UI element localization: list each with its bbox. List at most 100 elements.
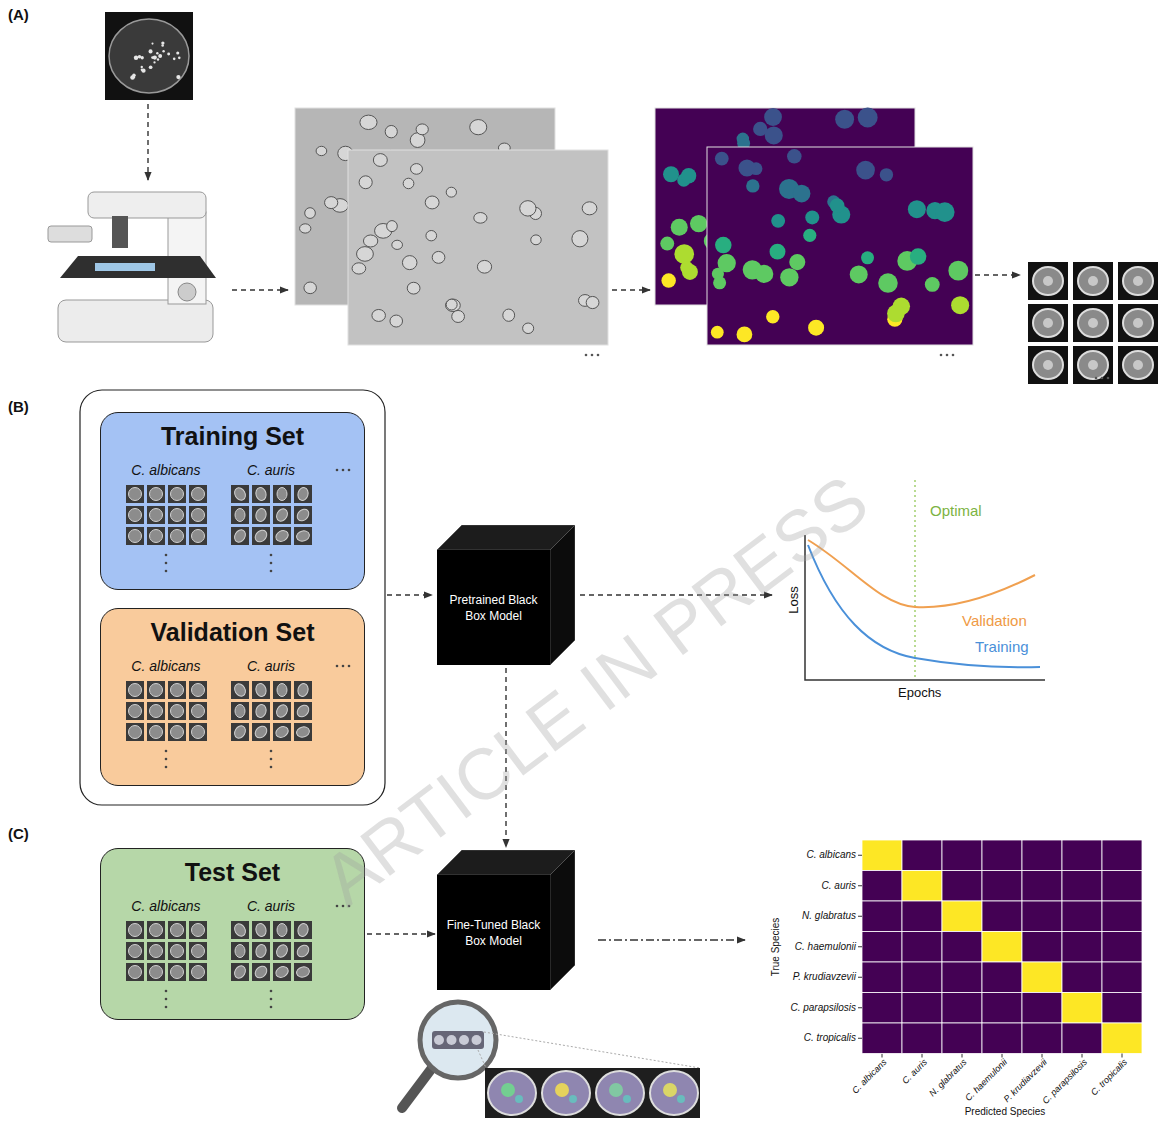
ellipsis-dot bbox=[165, 570, 168, 573]
yeast-cell bbox=[385, 125, 397, 137]
cell-thumbnail bbox=[277, 684, 287, 697]
cube-side bbox=[550, 850, 575, 990]
cell-mask bbox=[661, 273, 675, 287]
thumbnail bbox=[126, 702, 144, 720]
cell-mask bbox=[780, 268, 798, 286]
cell-thumbnail bbox=[254, 507, 267, 522]
cell-mask bbox=[713, 276, 726, 289]
cell-mask bbox=[671, 219, 688, 236]
matrix-cell bbox=[1022, 932, 1062, 963]
cell-thumbnail bbox=[277, 488, 287, 501]
matrix-cell bbox=[982, 962, 1022, 993]
matrix-cell bbox=[1062, 932, 1102, 963]
cell-thumbnail bbox=[129, 530, 142, 543]
thumbnail bbox=[168, 921, 186, 939]
thumbnail bbox=[147, 942, 165, 960]
species-label: C. albicans bbox=[116, 461, 216, 479]
cell-thumbnail bbox=[171, 945, 184, 958]
thumbnail bbox=[126, 485, 144, 503]
cell-thumbnail bbox=[150, 924, 163, 937]
yeast-cell bbox=[416, 124, 428, 135]
tick bbox=[1082, 1054, 1083, 1058]
ellipsis-dot bbox=[270, 998, 273, 1001]
cell-mask bbox=[681, 168, 696, 183]
ellipsis-dot bbox=[952, 354, 955, 357]
cell-thumbnail bbox=[192, 684, 205, 697]
dashed-arrow bbox=[232, 289, 288, 290]
ellipsis-dot bbox=[342, 469, 345, 472]
cell-crop bbox=[1028, 262, 1068, 300]
dashed-arrow bbox=[612, 289, 650, 290]
thumbnail bbox=[168, 963, 186, 981]
ellipsis-dot bbox=[270, 554, 273, 557]
yeast-cell bbox=[363, 235, 377, 247]
cell-thumbnail bbox=[274, 528, 290, 543]
cell-mask bbox=[951, 296, 969, 314]
matrix-cell bbox=[1102, 871, 1142, 902]
yeast-cell bbox=[470, 120, 487, 135]
thumbnail bbox=[231, 506, 249, 524]
chart-annotation: Optimal bbox=[930, 502, 982, 519]
matrix-cell bbox=[942, 901, 982, 932]
matrix-cell bbox=[982, 840, 1022, 871]
cell bbox=[1078, 267, 1108, 295]
tick bbox=[858, 855, 862, 856]
ellipsis-dot bbox=[1107, 377, 1110, 380]
thumbnail bbox=[252, 723, 270, 741]
tick-label: C. albicans bbox=[851, 1057, 890, 1096]
thumbnail bbox=[147, 921, 165, 939]
yeast-cell bbox=[402, 256, 417, 270]
tick-label: C. albicans bbox=[807, 848, 856, 862]
cell-mask bbox=[738, 159, 755, 176]
petri-dish bbox=[109, 19, 189, 93]
yeast-cell bbox=[452, 310, 465, 322]
species-label: C. albicans bbox=[116, 657, 216, 675]
cell-mask bbox=[880, 168, 893, 181]
tick bbox=[858, 885, 862, 886]
thumbnail bbox=[147, 963, 165, 981]
ellipsis-dot bbox=[165, 758, 168, 761]
cell bbox=[1123, 351, 1153, 379]
ellipsis-dot bbox=[165, 990, 168, 993]
cell-thumbnail bbox=[150, 726, 163, 739]
thumbnail bbox=[189, 702, 207, 720]
matrix-cell bbox=[1102, 1023, 1142, 1054]
cell-thumbnail bbox=[295, 529, 310, 542]
vacuole bbox=[1043, 318, 1053, 328]
series-label: Training bbox=[975, 638, 1029, 655]
matrix-cell bbox=[942, 962, 982, 993]
cell-thumbnail bbox=[232, 486, 247, 502]
thumbnail bbox=[168, 723, 186, 741]
thumbnail bbox=[231, 681, 249, 699]
connector bbox=[367, 933, 435, 934]
zoom-line bbox=[478, 1050, 486, 1068]
colony bbox=[178, 57, 181, 60]
cell-thumbnail bbox=[254, 682, 267, 697]
tick-label: C. parapsilosis bbox=[790, 1001, 856, 1015]
cell-crop bbox=[1073, 262, 1113, 300]
colony bbox=[173, 58, 176, 61]
thumbnail bbox=[126, 506, 144, 524]
thumbnail bbox=[168, 527, 186, 545]
slide bbox=[95, 263, 155, 271]
saliency-spot bbox=[569, 1095, 577, 1103]
thumbnail bbox=[252, 921, 270, 939]
tick bbox=[922, 1054, 923, 1058]
colony bbox=[133, 76, 136, 79]
yeast-cell bbox=[407, 282, 420, 294]
yeast-cell bbox=[432, 251, 445, 263]
matrix-cell bbox=[902, 993, 942, 1024]
matrix-cell bbox=[862, 1023, 902, 1054]
tick bbox=[962, 1054, 963, 1058]
ellipsis-dot bbox=[270, 570, 273, 573]
model-cube: Fine-Tuned Black Box Model bbox=[437, 850, 575, 990]
species-label: C. auris bbox=[221, 461, 321, 479]
dataset-box: Validation SetC. albicansC. auris bbox=[100, 608, 365, 786]
vacuole bbox=[1088, 360, 1098, 370]
ellipsis-dot bbox=[270, 766, 273, 769]
thumbnail bbox=[231, 921, 249, 939]
matrix-cell bbox=[1062, 871, 1102, 902]
cell-thumbnail bbox=[171, 684, 184, 697]
ellipsis-dot bbox=[342, 665, 345, 668]
